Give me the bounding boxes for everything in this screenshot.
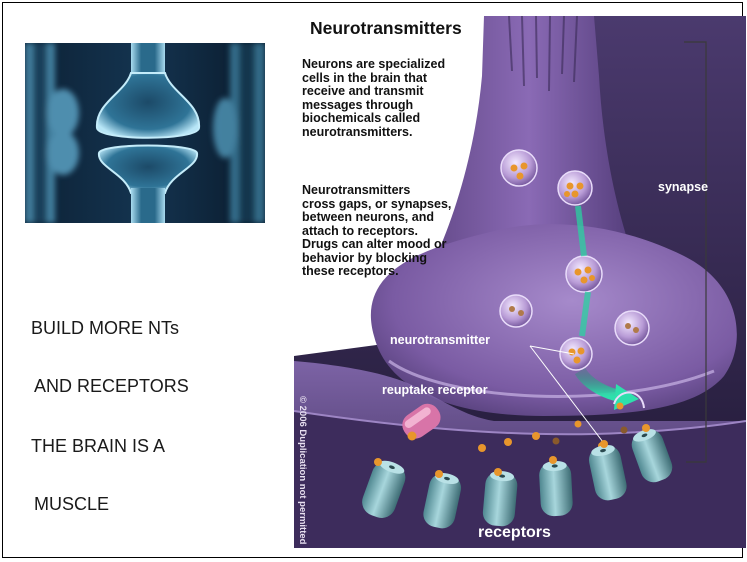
- sidebar-line-3: THE BRAIN IS A: [31, 436, 165, 457]
- label-receptors: receptors: [478, 524, 551, 542]
- label-synapse: synapse: [658, 180, 708, 194]
- label-reuptake-receptor: reuptake receptor: [382, 383, 488, 397]
- sidebar-line-1: BUILD MORE NTs: [31, 318, 179, 339]
- copyright-notice: © 2006 Duplication not permitted: [297, 396, 308, 544]
- synapse-photo: [25, 43, 265, 223]
- figure-paragraph-1: Neurons are specialized cells in the bra…: [302, 58, 532, 139]
- sidebar-line-2: AND RECEPTORS: [34, 376, 189, 397]
- label-neurotransmitter: neurotransmitter: [390, 333, 490, 347]
- figure-paragraph-2: Neurotransmitters cross gaps, or synapse…: [302, 184, 532, 279]
- neurotransmitter-illustration: Neurotransmitters Neurons are specialize…: [294, 16, 746, 548]
- sidebar-line-4: MUSCLE: [34, 494, 109, 515]
- figure-title: Neurotransmitters: [310, 18, 462, 39]
